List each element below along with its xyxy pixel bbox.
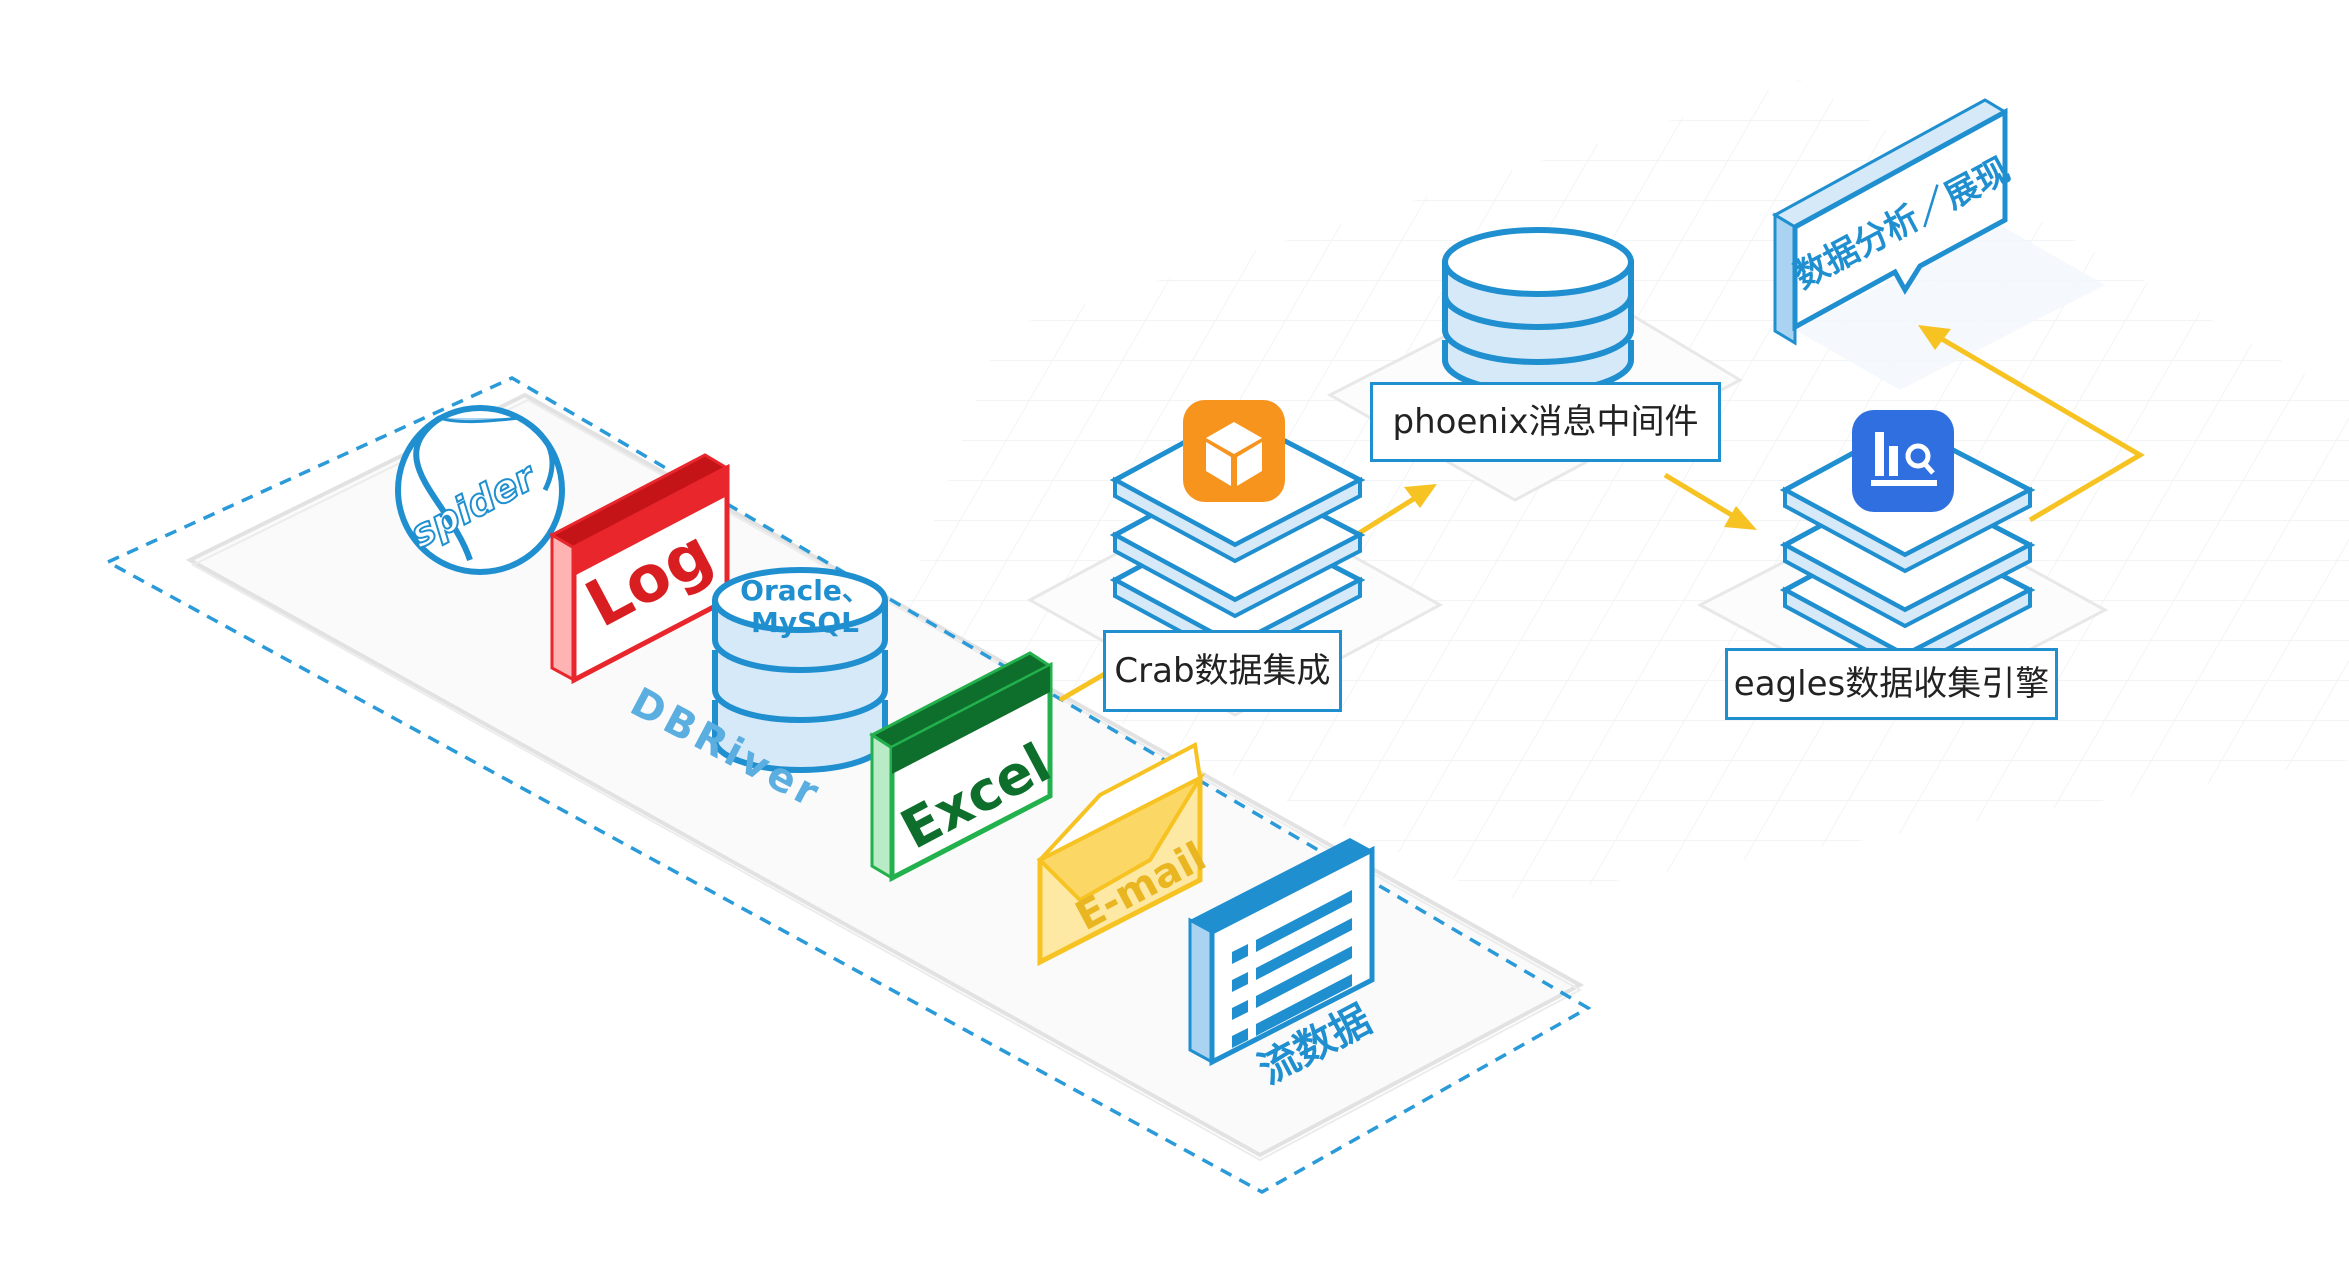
db-label-line2: MySQL bbox=[751, 606, 859, 639]
crab-node bbox=[1109, 400, 1366, 664]
spider-source: spider bbox=[395, 405, 565, 575]
cube-icon bbox=[1183, 400, 1285, 502]
eagles-label: eagles数据收集引擎 bbox=[1725, 648, 2058, 720]
chart-search-icon bbox=[1852, 410, 1954, 512]
db-source: Oracle、 MySQL bbox=[712, 567, 888, 773]
phoenix-node bbox=[1442, 227, 1634, 395]
list-icon bbox=[1232, 890, 1352, 1048]
eagles-node bbox=[1779, 410, 2036, 674]
analysis-node: 数据分析／展现 bbox=[1771, 98, 2016, 346]
phoenix-label: phoenix消息中间件 bbox=[1370, 382, 1721, 462]
db-label-line1: Oracle、 bbox=[740, 574, 870, 607]
crab-label: Crab数据集成 bbox=[1103, 630, 1342, 712]
